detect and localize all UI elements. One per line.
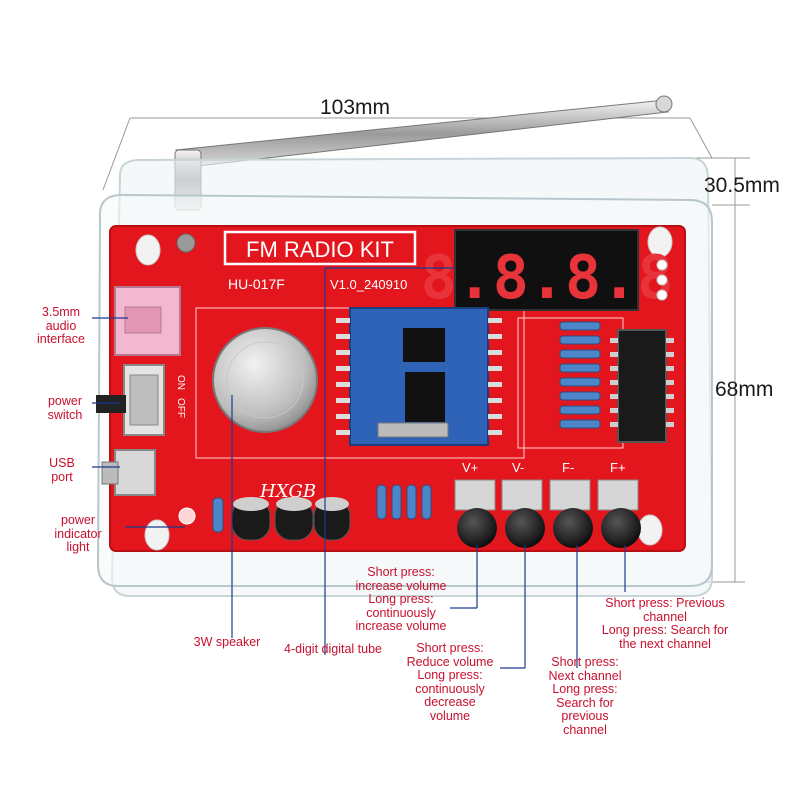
module-chip-1: [403, 328, 445, 362]
button-v-minus[interactable]: [505, 508, 545, 548]
button-f-minus[interactable]: [553, 508, 593, 548]
button-label-v-minus: V-: [512, 460, 524, 475]
module-pins: [336, 318, 502, 435]
capacitors: [231, 497, 351, 541]
module-crystal: [377, 422, 449, 438]
button-v-plus[interactable]: [457, 508, 497, 548]
digital-tube: [454, 229, 639, 311]
callout-power-light: power indicator light: [54, 513, 102, 554]
button-label-f-minus: F-: [562, 460, 574, 475]
control-buttons: [454, 479, 641, 548]
callout-usb-port: USB port: [49, 456, 75, 484]
button-f-plus[interactable]: [601, 508, 641, 548]
digital-tube-digits: 8.8.8.8: [421, 243, 674, 313]
callout-f-plus: Short press: Previous channel Long press…: [601, 596, 729, 651]
button-label-f-plus: F+: [610, 460, 626, 475]
resistors: [212, 321, 601, 533]
width-dimension: 103mm: [320, 96, 391, 119]
callout-v-minus: Short press: Reduce volume Long press: c…: [406, 641, 494, 723]
callout-f-minus: Short press: Next channel Long press: Se…: [548, 655, 622, 737]
height-dimension: 68mm: [715, 378, 774, 401]
depth-dimension: 30.5mm: [704, 174, 780, 197]
callout-speaker: 3W speaker: [193, 635, 261, 649]
switch-on-label: ON: [175, 375, 186, 390]
switch-off-label: OFF: [175, 398, 186, 418]
power-indicator-led: [178, 507, 196, 525]
dip-ic: [617, 329, 667, 443]
callout-leaders: [92, 267, 626, 669]
model-text: HU-017F: [228, 276, 285, 292]
callout-digital-tube: 4-digit digital tube: [284, 642, 382, 656]
kit-title: FM RADIO KIT: [246, 237, 394, 262]
callout-v-plus: Short press: increase volume Long press:…: [355, 565, 447, 633]
button-label-v-plus: V+: [462, 460, 478, 475]
logo-text: HXGB: [259, 481, 316, 502]
module-chip-2: [405, 372, 445, 422]
display-pins: [656, 259, 668, 301]
version-text: V1.0_240910: [330, 277, 407, 292]
ic-pins: [610, 338, 674, 427]
kit-title-box: [223, 230, 417, 266]
usb-port: [114, 449, 156, 496]
speaker: [212, 327, 318, 433]
callout-audio-interface: 3.5mm audio interface: [37, 305, 85, 346]
callout-power-switch: power switch: [47, 394, 83, 422]
